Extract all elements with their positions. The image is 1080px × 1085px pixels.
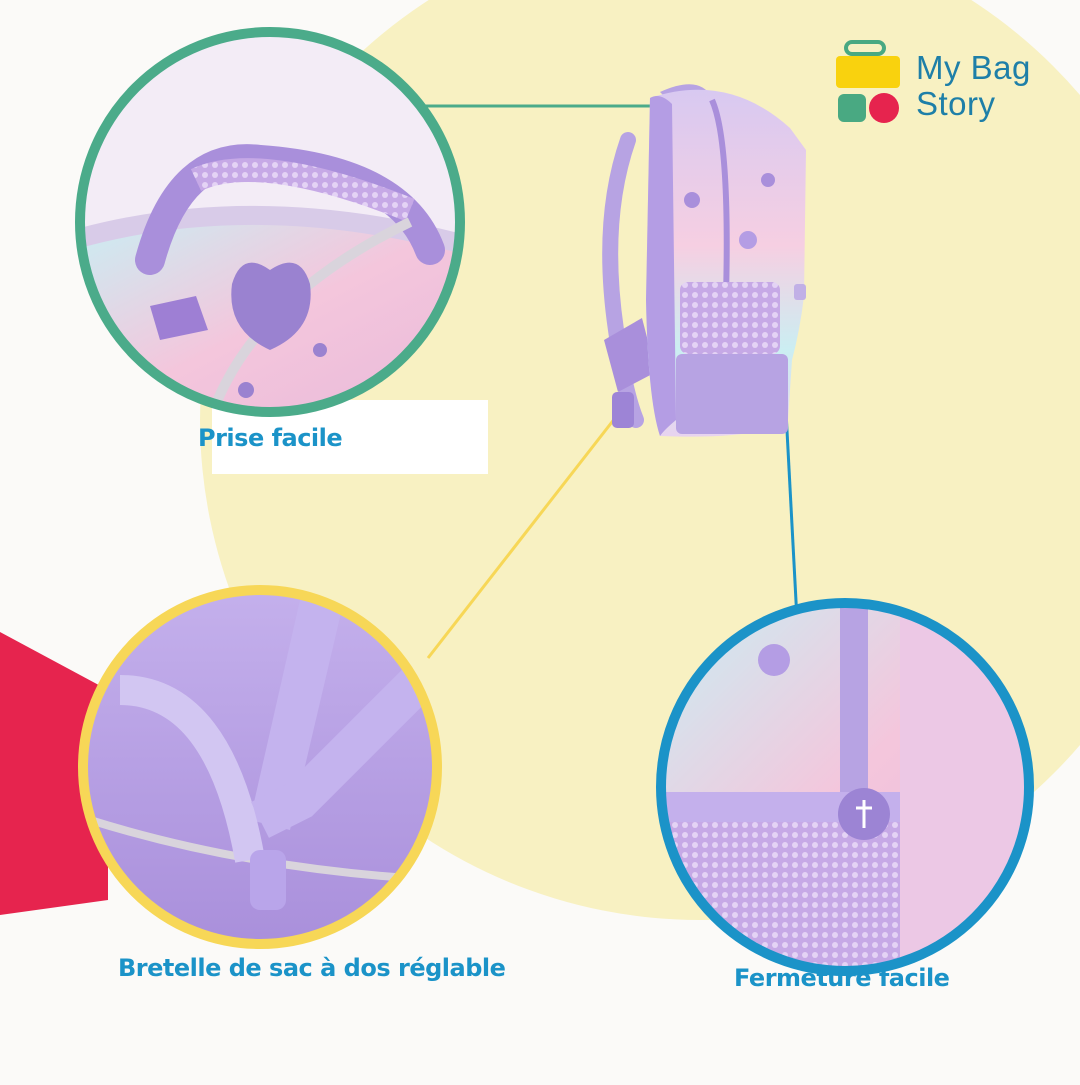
handle-closeup-circle: [75, 27, 465, 417]
brand-logo-mark: [836, 40, 900, 123]
zipper-closeup-circle: [656, 598, 1034, 976]
backpack-side-view: [602, 84, 806, 437]
feature-label-zip: Fermeture facile: [734, 964, 950, 992]
feature-label-handle: Prise facile: [198, 424, 343, 452]
feature-label-strap: Bretelle de sac à dos réglable: [118, 954, 506, 982]
strap-closeup-circle: [78, 585, 442, 949]
connector-line-strap: [426, 403, 628, 659]
brand-name-line1: My Bag: [916, 49, 1031, 86]
red-accent-shape: [0, 632, 108, 915]
brand-name: My Bag Story: [916, 50, 1031, 122]
brand-name-line2: Story: [916, 85, 996, 122]
